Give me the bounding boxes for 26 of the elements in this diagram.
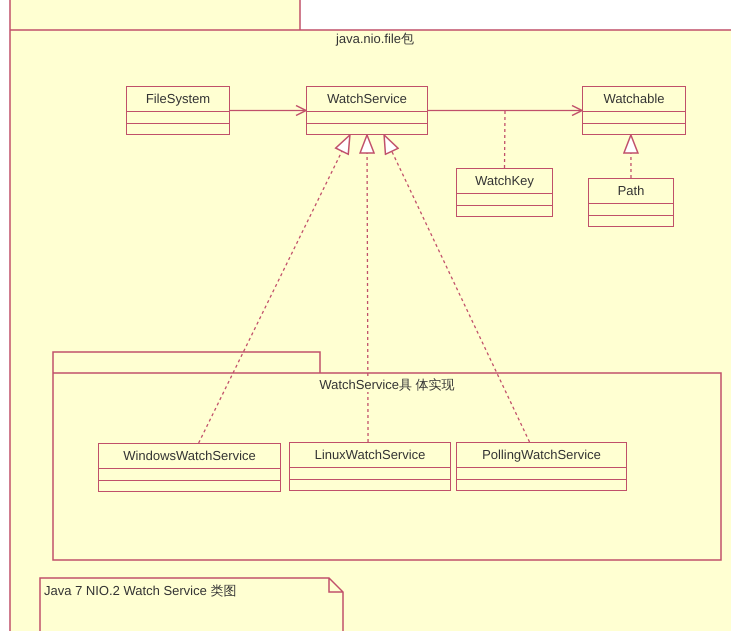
arrow	[230, 104, 307, 116]
class-name: LinuxWatchService	[314, 446, 426, 464]
class-box	[582, 86, 686, 135]
note-text: Java 7 NIO.2 Watch Service 类图	[44, 582, 236, 600]
class-box	[456, 168, 553, 217]
class-box	[98, 443, 281, 492]
class-box	[126, 86, 230, 135]
package-name: java.nio.file包	[334, 31, 416, 46]
class-name: WatchService	[326, 90, 408, 108]
class-name: PollingWatchService	[481, 446, 602, 464]
class-box	[456, 442, 627, 491]
class-name: Watchable	[602, 90, 666, 108]
package-name: WatchService具 体实现	[317, 377, 457, 392]
class-name: WindowsWatchService	[122, 447, 257, 465]
class-box	[289, 442, 451, 491]
class-box	[306, 86, 428, 135]
dashed-connector	[504, 111, 506, 168]
class-box	[588, 178, 674, 227]
arrow	[428, 104, 583, 116]
dashed-connector	[198, 134, 351, 444]
class-name: FileSystem	[144, 90, 212, 108]
class-name: WatchKey	[474, 172, 535, 190]
dashed-connector	[623, 134, 639, 178]
dashed-connector	[383, 134, 530, 442]
dashed-connector	[359, 134, 375, 442]
class-name: Path	[616, 182, 646, 200]
